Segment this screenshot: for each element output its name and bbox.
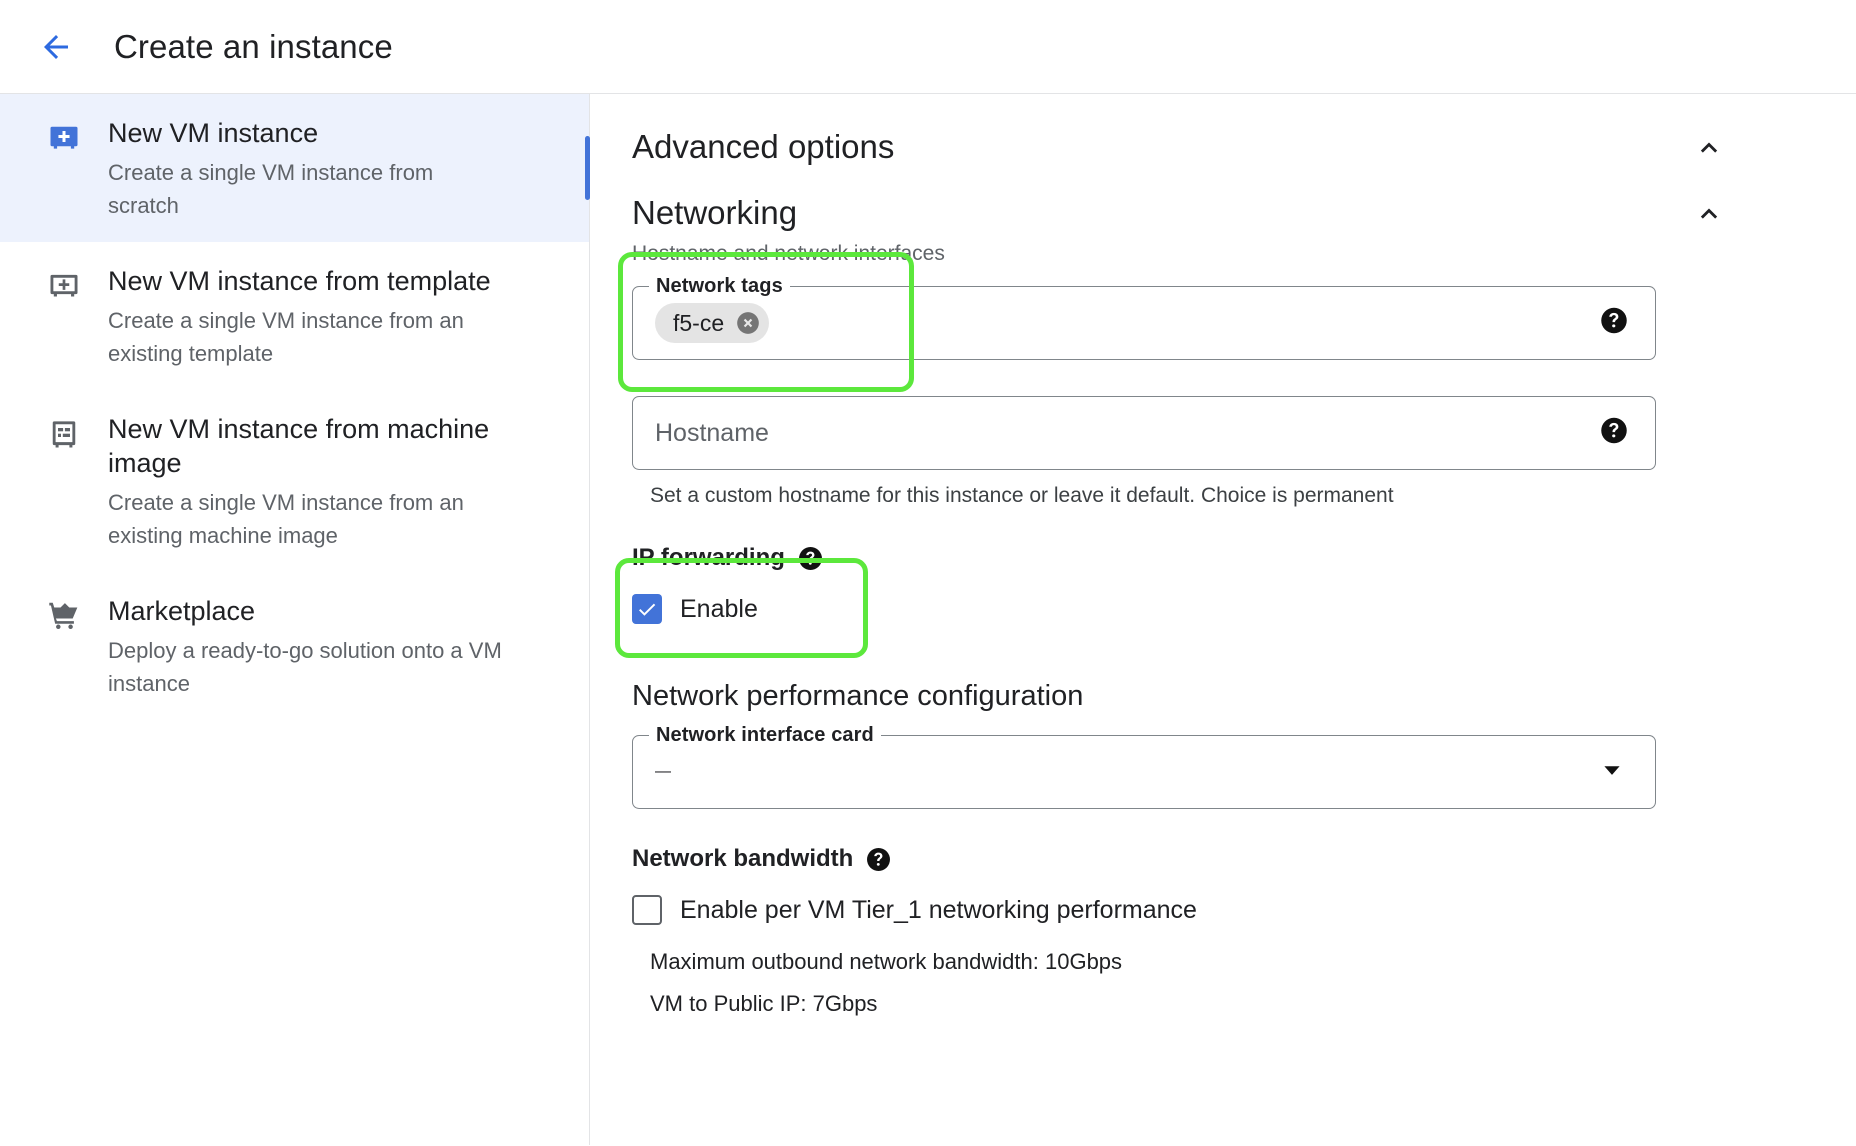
sidebar-item-description: Create a single VM instance from scratch [108,160,434,219]
tier1-networking-checkbox-label: Enable per VM Tier_1 networking performa… [680,895,1197,924]
network-tag-chip: f5-ce [655,303,770,343]
sidebar-item-text: New VM instance Create a single VM insta… [108,116,508,222]
new-vm-instance-icon [46,120,86,156]
sidebar-item-description: Create a single VM instance from an exis… [108,308,464,367]
networking-title: Networking [632,194,798,231]
machine-image-icon [46,416,86,452]
tier1-networking-checkbox[interactable] [632,895,662,925]
settings-panel: Advanced options Networking Hostname and… [590,94,1856,1145]
advanced-options-header[interactable]: Advanced options [632,128,1856,166]
marketplace-cart-icon [46,598,86,634]
creation-method-sidebar: New VM instance Create a single VM insta… [0,94,590,1145]
back-button[interactable] [28,19,84,75]
network-interface-card-value: — [655,763,671,780]
hostname-input[interactable]: Hostname [655,418,769,447]
chevron-up-icon[interactable] [1692,196,1726,230]
top-app-bar: Create an instance [0,0,1856,94]
sidebar-item-marketplace[interactable]: Marketplace Deploy a ready-to-go solutio… [0,572,589,720]
network-tag-chip-label: f5-ce [673,309,725,336]
tier1-networking-row[interactable]: Enable per VM Tier_1 networking performa… [632,895,1856,925]
back-arrow-icon [38,29,74,65]
sidebar-item-text: New VM instance from machine image Creat… [108,412,549,552]
sidebar-item-description: Deploy a ready-to-go solution onto a VM … [108,638,502,697]
networking-caption: Hostname and network interfaces [632,242,945,265]
network-performance-title: Network performance configuration [632,680,1084,712]
help-icon[interactable] [1599,306,1629,341]
network-bandwidth-label-row: Network bandwidth [632,845,1856,873]
chevron-up-icon[interactable] [1692,130,1726,164]
network-interface-card-legend: Network interface card [649,724,881,747]
help-icon[interactable] [797,545,824,572]
ip-forwarding-checkbox-label: Enable [680,594,758,623]
network-tags-legend: Network tags [649,275,790,298]
sidebar-item-text: New VM instance from template Create a s… [108,264,508,370]
sidebar-item-title: New VM instance from template [108,266,491,297]
ip-forwarding-label-row: IP forwarding [632,544,1856,572]
max-outbound-bandwidth-text: Maximum outbound network bandwidth: 10Gb… [650,949,1123,974]
hostname-helper-text: Set a custom hostname for this instance … [650,484,1394,507]
content-area: New VM instance Create a single VM insta… [0,94,1856,1145]
ip-forwarding-enable-row[interactable]: Enable [632,594,1856,624]
help-icon[interactable] [1599,416,1629,451]
vm-template-icon [46,268,86,304]
sidebar-item-new-vm-from-machine-image[interactable]: New VM instance from machine image Creat… [0,390,589,572]
sidebar-item-description: Create a single VM instance from an exis… [108,490,464,549]
sidebar-item-title: New VM instance [108,118,319,148]
sidebar-item-title: Marketplace [108,596,256,627]
network-interface-card-select[interactable]: Network interface card — [632,724,1656,809]
sidebar-item-title: New VM instance from machine image [108,414,490,479]
ip-forwarding-label: IP forwarding [632,544,785,571]
page-title: Create an instance [114,27,393,65]
sidebar-item-new-vm-instance[interactable]: New VM instance Create a single VM insta… [0,94,589,243]
networking-header[interactable]: Networking [632,194,1856,232]
network-bandwidth-label: Network bandwidth [632,845,854,872]
sidebar-item-text: Marketplace Deploy a ready-to-go solutio… [108,594,508,700]
hostname-field[interactable]: Hostname [632,396,1656,470]
vm-to-public-ip-text: VM to Public IP: 7Gbps [650,991,878,1016]
help-icon[interactable] [865,846,892,873]
remove-chip-icon[interactable] [735,310,761,336]
sidebar-item-new-vm-from-template[interactable]: New VM instance from template Create a s… [0,242,589,390]
advanced-options-title: Advanced options [632,128,895,165]
chevron-down-icon[interactable] [1599,757,1625,788]
ip-forwarding-checkbox[interactable] [632,594,662,624]
network-tags-field[interactable]: Network tags f5-ce [632,275,1656,360]
